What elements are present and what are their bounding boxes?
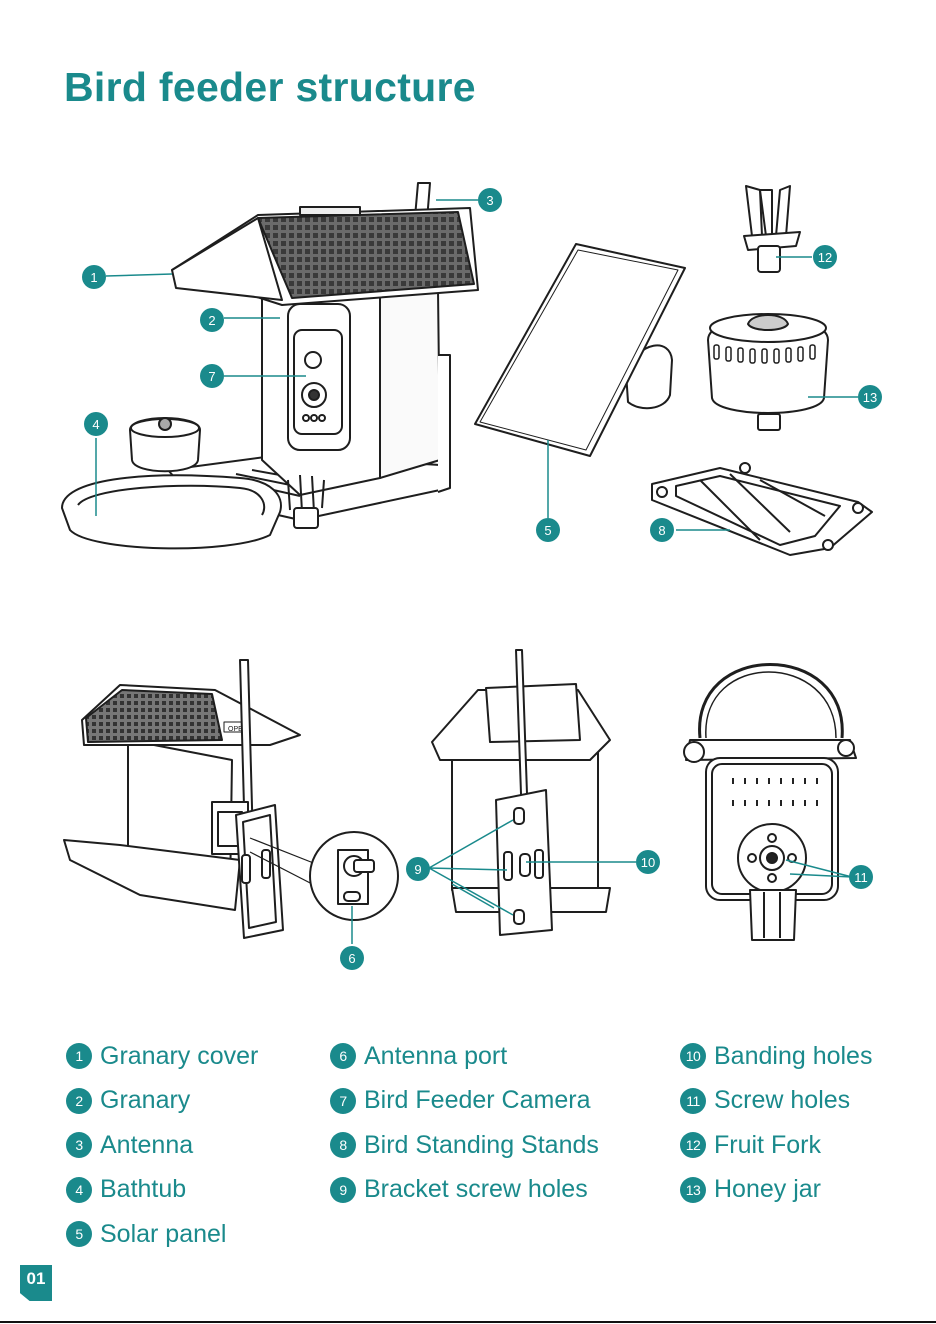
legend-item: 13 Honey jar — [680, 1168, 872, 1213]
legend-item: 4 Bathtub — [66, 1168, 258, 1213]
callout-10: 10 — [636, 850, 660, 874]
legend-item: 9 Bracket screw holes — [330, 1168, 599, 1213]
legend-label: Bird Standing Stands — [364, 1131, 599, 1160]
callout-1: 1 — [82, 265, 106, 289]
legend-item: 8 Bird Standing Stands — [330, 1123, 599, 1168]
legend-number-badge: 13 — [680, 1177, 706, 1203]
legend-label: Granary — [100, 1086, 190, 1115]
svg-text:11: 11 — [854, 870, 868, 885]
legend-item: 5 Solar panel — [66, 1212, 258, 1257]
legend-number-badge: 1 — [66, 1043, 92, 1069]
callout-5: 5 — [536, 518, 560, 542]
callout-13: 13 — [858, 385, 882, 409]
callout-12: 12 — [813, 245, 837, 269]
svg-text:8: 8 — [658, 523, 665, 538]
svg-text:5: 5 — [544, 523, 551, 538]
back-view-illustration — [432, 650, 610, 935]
legend-number-badge: 2 — [66, 1088, 92, 1114]
legend-number-badge: 5 — [66, 1221, 92, 1247]
legend-label: Bathtub — [100, 1175, 186, 1204]
svg-text:3: 3 — [486, 193, 493, 208]
legend-item: 7 Bird Feeder Camera — [330, 1079, 599, 1124]
legend-label: Banding holes — [714, 1042, 872, 1071]
callout-11: 11 — [849, 865, 873, 889]
legend-label: Bracket screw holes — [364, 1175, 588, 1204]
bottom-rule — [0, 1321, 936, 1323]
svg-text:9: 9 — [414, 862, 421, 877]
legend-item: 12 Fruit Fork — [680, 1123, 872, 1168]
structure-diagram: OPEN — [0, 0, 936, 1010]
legend-item: 6 Antenna port — [330, 1034, 599, 1079]
svg-text:10: 10 — [641, 855, 655, 870]
legend-number-badge: 11 — [680, 1088, 706, 1114]
callout-2: 2 — [200, 308, 224, 332]
svg-text:2: 2 — [208, 313, 215, 328]
legend-number-badge: 4 — [66, 1177, 92, 1203]
svg-text:7: 7 — [208, 369, 215, 384]
bottom-view-illustration — [684, 665, 856, 941]
svg-text:12: 12 — [818, 250, 832, 265]
honey-jar-illustration — [708, 314, 828, 430]
fruit-fork-illustration — [744, 186, 800, 272]
svg-text:1: 1 — [90, 270, 97, 285]
callout-7: 7 — [200, 364, 224, 388]
legend-column-1: 1 Granary cover 2 Granary 3 Antenna 4 Ba… — [66, 1034, 258, 1257]
callout-6: 6 — [340, 946, 364, 970]
legend-label: Granary cover — [100, 1042, 258, 1071]
legend-column-2: 6 Antenna port 7 Bird Feeder Camera 8 Bi… — [330, 1034, 599, 1212]
svg-text:4: 4 — [92, 417, 99, 432]
legend-item: 11 Screw holes — [680, 1079, 872, 1124]
side-view-illustration: OPEN — [64, 660, 300, 938]
legend-number-badge: 6 — [330, 1043, 356, 1069]
legend-column-3: 10 Banding holes 11 Screw holes 12 Fruit… — [680, 1034, 872, 1212]
callout-3: 3 — [478, 188, 502, 212]
svg-text:6: 6 — [348, 951, 355, 966]
callout-9: 9 — [406, 857, 430, 881]
callout-8: 8 — [650, 518, 674, 542]
legend-number-badge: 12 — [680, 1132, 706, 1158]
bird-stands-illustration — [652, 463, 872, 555]
callout-4: 4 — [84, 412, 108, 436]
legend-number-badge: 8 — [330, 1132, 356, 1158]
legend-label: Solar panel — [100, 1220, 226, 1249]
legend-number-badge: 9 — [330, 1177, 356, 1203]
legend-label: Fruit Fork — [714, 1131, 821, 1160]
legend-label: Bird Feeder Camera — [364, 1086, 590, 1115]
solar-panel-illustration — [475, 244, 685, 456]
legend-item: 2 Granary — [66, 1079, 258, 1124]
legend-label: Antenna — [100, 1131, 193, 1160]
legend-label: Honey jar — [714, 1175, 821, 1204]
legend-item: 10 Banding holes — [680, 1034, 872, 1079]
svg-text:13: 13 — [863, 390, 877, 405]
legend-label: Antenna port — [364, 1042, 507, 1071]
legend-number-badge: 3 — [66, 1132, 92, 1158]
page-number-tab: 01 — [20, 1265, 52, 1301]
legend-item: 3 Antenna — [66, 1123, 258, 1168]
legend-number-badge: 10 — [680, 1043, 706, 1069]
feeder-main-illustration — [62, 183, 478, 548]
legend-number-badge: 7 — [330, 1088, 356, 1114]
legend-item: 1 Granary cover — [66, 1034, 258, 1079]
legend-label: Screw holes — [714, 1086, 850, 1115]
